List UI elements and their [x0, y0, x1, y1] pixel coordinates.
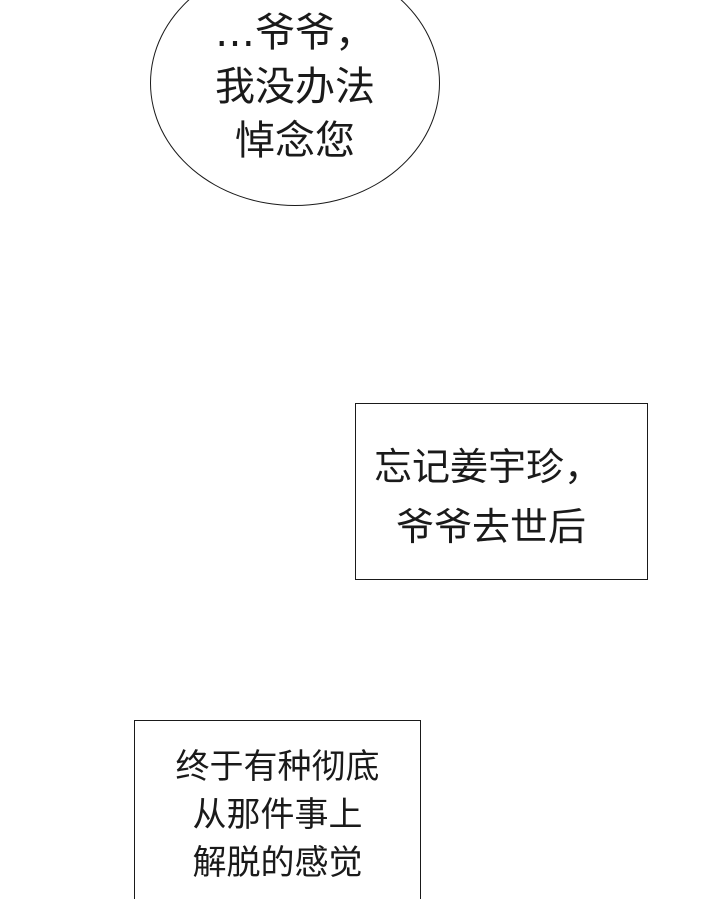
speech-line: 我没办法 — [215, 64, 375, 110]
speech-line: 悼念您 — [235, 118, 355, 164]
narration-line: 忘记姜宇珍， — [374, 445, 603, 489]
narration-line: 终于有种彻底 — [175, 747, 380, 787]
narration-box-2: 终于有种彻底 从那件事上 解脱的感觉 — [134, 720, 421, 899]
speech-bubble-text: …爷爷， 我没办法 悼念您 — [150, 6, 440, 168]
narration-box-1: 忘记姜宇珍， 爷爷去世后 — [355, 403, 648, 580]
narration-text: 终于有种彻底 从那件事上 解脱的感觉 — [135, 743, 420, 887]
narration-line: 从那件事上 — [192, 795, 363, 835]
speech-line: …爷爷， — [215, 10, 375, 56]
narration-line: 爷爷去世后 — [396, 505, 587, 549]
speech-bubble — [150, 0, 440, 206]
narration-line: 解脱的感觉 — [192, 843, 363, 883]
